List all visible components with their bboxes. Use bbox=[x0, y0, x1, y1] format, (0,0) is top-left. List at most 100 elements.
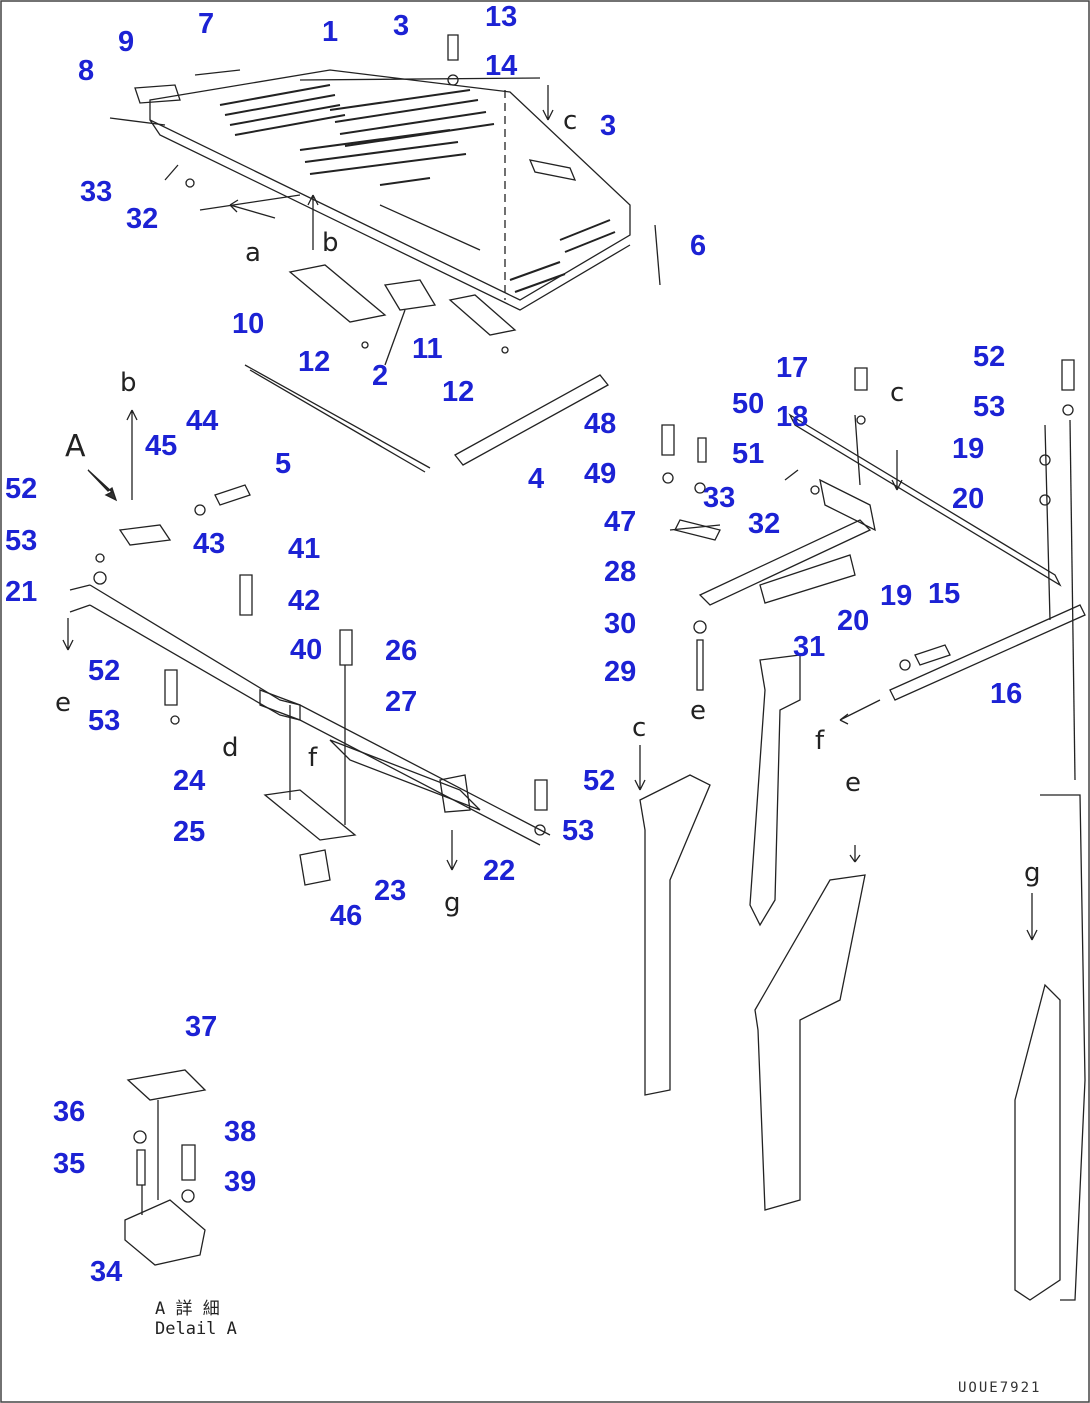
view-letter-e: e bbox=[690, 696, 706, 726]
view-letter-b: b bbox=[120, 368, 137, 398]
callout-11[interactable]: 11 bbox=[412, 333, 443, 365]
callout-12[interactable]: 12 bbox=[442, 376, 475, 408]
callout-22[interactable]: 22 bbox=[483, 855, 516, 887]
callout-52-right[interactable]: 52 bbox=[973, 341, 1006, 373]
callout-19[interactable]: 19 bbox=[952, 433, 985, 465]
callout-10[interactable]: 10 bbox=[232, 308, 265, 340]
callout-53[interactable]: 53 bbox=[973, 391, 1006, 423]
callout-7[interactable]: 7 bbox=[198, 8, 215, 40]
callout-16[interactable]: 16 bbox=[990, 678, 1023, 710]
callout-44[interactable]: 44 bbox=[186, 405, 219, 437]
callout-35[interactable]: 35 bbox=[53, 1148, 86, 1180]
callout-26[interactable]: 26 bbox=[385, 635, 418, 667]
callout-21[interactable]: 21 bbox=[5, 576, 38, 608]
callout-1[interactable]: 1 bbox=[322, 16, 339, 48]
callout-3[interactable]: 3 bbox=[600, 110, 617, 142]
callout-52[interactable]: 52 bbox=[583, 765, 616, 797]
callout-42[interactable]: 42 bbox=[288, 585, 321, 617]
callout-13[interactable]: 13 bbox=[485, 1, 518, 33]
callout-39[interactable]: 39 bbox=[224, 1166, 257, 1198]
callout-33[interactable]: 33 bbox=[80, 176, 113, 208]
arrow-c-right bbox=[891, 450, 903, 491]
drawing-code: UOUE7921 bbox=[958, 1380, 1042, 1396]
callout-50[interactable]: 50 bbox=[732, 388, 765, 420]
callout-23[interactable]: 23 bbox=[374, 875, 407, 907]
callout-3[interactable]: 3 bbox=[393, 10, 410, 42]
arrow-b-lower bbox=[126, 409, 138, 500]
part-8-plate bbox=[109, 117, 166, 126]
part-45-washer bbox=[194, 504, 206, 516]
callout-31[interactable]: 31 bbox=[793, 631, 826, 663]
callout-36[interactable]: 36 bbox=[53, 1096, 86, 1128]
view-letter-a: a bbox=[245, 238, 261, 268]
callout-52[interactable]: 52 bbox=[88, 655, 121, 687]
callout-28[interactable]: 28 bbox=[604, 556, 637, 588]
callout-43[interactable]: 43 bbox=[193, 528, 226, 560]
callout-32[interactable]: 32 bbox=[748, 508, 781, 540]
callout-18[interactable]: 18 bbox=[776, 401, 809, 433]
detail-a-assembly bbox=[124, 1069, 207, 1266]
pillar-right bbox=[1014, 983, 1061, 1301]
callout-25[interactable]: 25 bbox=[173, 816, 206, 848]
callout-52[interactable]: 52 bbox=[5, 473, 38, 505]
view-letter-c: c bbox=[563, 106, 578, 136]
pillar-left bbox=[639, 774, 711, 1096]
callout-33[interactable]: 33 bbox=[703, 482, 736, 514]
arrow-c bbox=[542, 85, 554, 121]
callout-12[interactable]: 12 bbox=[298, 346, 331, 378]
part-10-beam bbox=[288, 264, 387, 323]
callout-9[interactable]: 9 bbox=[118, 26, 135, 58]
callout-37[interactable]: 37 bbox=[185, 1011, 218, 1043]
view-letter-e: e bbox=[845, 768, 861, 798]
view-letter-b: b bbox=[322, 228, 339, 258]
arrow-c-lower bbox=[634, 745, 646, 791]
callout-51[interactable]: 51 bbox=[732, 438, 765, 470]
callout-34[interactable]: 34 bbox=[90, 1256, 123, 1288]
callout-20[interactable]: 20 bbox=[952, 483, 985, 515]
part-44-bolt bbox=[214, 484, 251, 506]
callout-53[interactable]: 53 bbox=[562, 815, 595, 847]
part-2-bracket bbox=[383, 279, 437, 311]
view-letter-g: g bbox=[444, 888, 461, 918]
callout-38[interactable]: 38 bbox=[224, 1116, 257, 1148]
callout-19[interactable]: 19 bbox=[880, 580, 913, 612]
callout-20[interactable]: 20 bbox=[837, 605, 870, 637]
callout-32[interactable]: 32 bbox=[126, 203, 159, 235]
callout-27[interactable]: 27 bbox=[385, 686, 418, 718]
callout-49[interactable]: 49 bbox=[584, 458, 617, 490]
part-14-washer bbox=[447, 74, 459, 86]
detail-a-caption-en: Delail A bbox=[155, 1318, 237, 1339]
detail-a-caption-jp: A 詳 細 bbox=[155, 1299, 220, 1319]
callout-53[interactable]: 53 bbox=[88, 705, 121, 737]
callout-5[interactable]: 5 bbox=[275, 448, 292, 480]
detail-a-caption: A 詳 細 Delail A bbox=[155, 1299, 237, 1339]
callout-14[interactable]: 14 bbox=[485, 50, 518, 82]
part-17-bolt bbox=[854, 367, 868, 391]
callout-40[interactable]: 40 bbox=[290, 634, 323, 666]
callout-29[interactable]: 29 bbox=[604, 656, 637, 688]
callout-2[interactable]: 2 bbox=[372, 360, 389, 392]
callout-48[interactable]: 48 bbox=[584, 408, 617, 440]
callout-41[interactable]: 41 bbox=[288, 533, 321, 565]
arrow-g-left bbox=[446, 830, 458, 871]
callout-30[interactable]: 30 bbox=[604, 608, 637, 640]
left-frame bbox=[69, 524, 551, 886]
callout-17[interactable]: 17 bbox=[776, 352, 809, 384]
callout-24[interactable]: 24 bbox=[173, 765, 206, 797]
callout-45[interactable]: 45 bbox=[145, 430, 178, 462]
arrow-a bbox=[229, 199, 276, 219]
arrow-A bbox=[87, 469, 118, 502]
callout-8[interactable]: 8 bbox=[78, 55, 95, 87]
part-41-bolt bbox=[239, 574, 253, 616]
arrow-e bbox=[62, 618, 74, 651]
callout-53[interactable]: 53 bbox=[5, 525, 38, 557]
part-5-rod bbox=[244, 364, 431, 473]
callout-4[interactable]: 4 bbox=[528, 463, 545, 495]
part-11-beam bbox=[448, 294, 517, 336]
callout-47[interactable]: 47 bbox=[604, 506, 637, 538]
callout-15[interactable]: 15 bbox=[928, 578, 961, 610]
part-52-bolt-left bbox=[164, 669, 178, 706]
callout-6[interactable]: 6 bbox=[690, 230, 707, 262]
callout-46[interactable]: 46 bbox=[330, 900, 363, 932]
